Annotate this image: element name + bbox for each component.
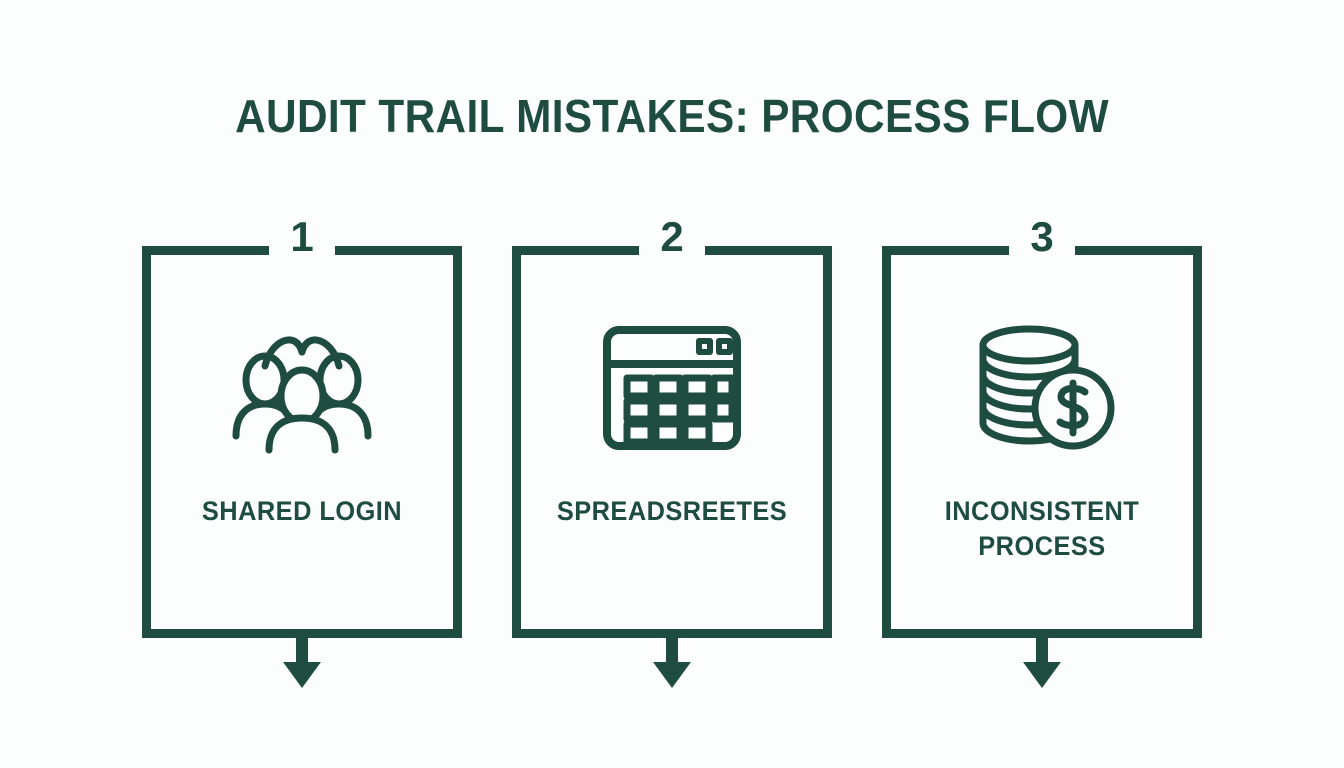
step-number-3: 3 bbox=[1030, 213, 1054, 260]
card-border-bottom bbox=[142, 629, 462, 638]
page-title: AUDIT TRAIL MISTAKES: PROCESS FLOW bbox=[235, 90, 1109, 142]
process-step-card-3: 3 INCONSISTENT PR bbox=[882, 216, 1202, 688]
flow-arrow-1 bbox=[281, 638, 323, 690]
process-step-card-1: 1 SHARED LOGIN bbox=[142, 216, 462, 688]
card-border-bottom bbox=[512, 629, 832, 638]
step-label-3: INCONSISTENT PROCESS bbox=[944, 496, 1140, 561]
card-border-right bbox=[823, 246, 832, 638]
group-of-people-icon bbox=[142, 318, 462, 458]
step-number-1: 1 bbox=[290, 213, 314, 260]
flow-arrow-2 bbox=[651, 638, 693, 690]
card-border-top-right bbox=[1075, 246, 1202, 255]
step-number-2: 2 bbox=[660, 213, 684, 260]
card-border-right bbox=[1193, 246, 1202, 638]
card-border-left bbox=[512, 246, 521, 638]
spreadsheet-window-icon bbox=[512, 318, 832, 458]
card-border-top-right bbox=[335, 246, 462, 255]
flow-arrow-3 bbox=[1021, 638, 1063, 690]
process-step-row: 1 SHARED LOGIN bbox=[142, 216, 1202, 688]
step-label-1: SHARED LOGIN bbox=[201, 496, 403, 526]
step-label-2: SPREADSREETES bbox=[556, 496, 788, 526]
card-border-left bbox=[142, 246, 151, 638]
card-border-top-left bbox=[512, 246, 639, 255]
card-border-top-left bbox=[882, 246, 1009, 255]
card-border-right bbox=[453, 246, 462, 638]
card-border-bottom bbox=[882, 629, 1202, 638]
process-step-card-2: 2 bbox=[512, 216, 832, 688]
coin-stack-dollar-icon bbox=[882, 318, 1202, 458]
card-border-top-right bbox=[705, 246, 832, 255]
card-border-left bbox=[882, 246, 891, 638]
card-border-top-left bbox=[142, 246, 269, 255]
